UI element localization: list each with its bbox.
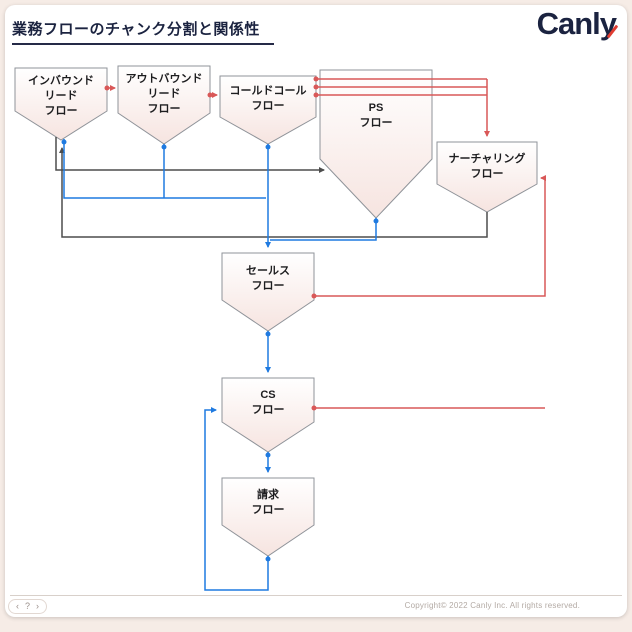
dot-blue: [161, 144, 167, 150]
edge-sales-to-nurturing: [314, 175, 546, 297]
nav-prev-button[interactable]: ‹: [16, 601, 19, 611]
footer-divider: [10, 595, 622, 596]
dot-red: [104, 85, 110, 91]
dot-red: [313, 76, 319, 82]
nav-next-button[interactable]: ›: [36, 601, 40, 611]
dot-red: [311, 293, 317, 299]
edge-ps-to-sales: [270, 218, 377, 241]
edge-inbound-to-ps: [55, 137, 325, 173]
node-shape-outbound-lead-flow: [117, 65, 211, 145]
edge-billing-to-cs-loop: [204, 407, 269, 591]
node-shape-billing-flow: [221, 477, 315, 557]
node-shape-ps-flow: [319, 69, 433, 219]
dot-blue: [265, 331, 271, 337]
node-shape-sales-flow: [221, 252, 315, 332]
node-shape-cs-flow: [221, 377, 315, 453]
page-title: 業務フローのチャンク分割と関係性: [12, 18, 274, 45]
dot-blue: [373, 218, 379, 224]
copyright-text: Copyright© 2022 Canly Inc. All rights re…: [404, 601, 580, 610]
node-shape-cold-call-flow: [219, 75, 317, 145]
dot-red: [207, 92, 213, 98]
dot-red: [313, 92, 319, 98]
dot-blue: [265, 556, 271, 562]
node-shape-inbound-lead-flow: [14, 67, 108, 141]
dot-blue: [265, 144, 271, 150]
dot-blue: [265, 452, 271, 458]
edge-nurturing-to-inbound: [59, 147, 488, 238]
canly-logo: Canly: [536, 6, 619, 42]
dot-red: [311, 405, 317, 411]
dot-blue: [61, 139, 67, 145]
canly-logo-text: Canly: [536, 6, 617, 41]
dot-red: [313, 84, 319, 90]
edge-inbound-to-sales: [63, 139, 266, 199]
nav-help-button[interactable]: ?: [25, 601, 31, 611]
node-shape-nurturing-flow: [436, 141, 538, 213]
slide-nav: ‹ ? ›: [8, 599, 48, 614]
